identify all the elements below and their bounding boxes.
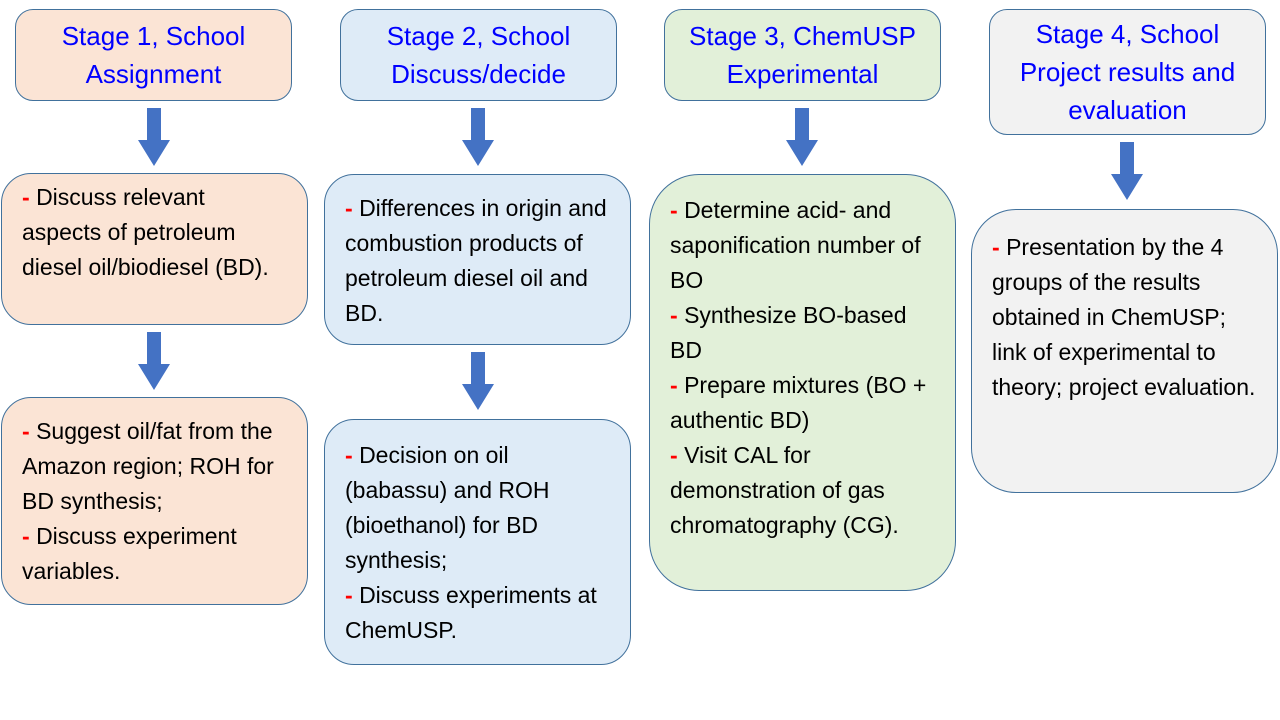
- down-arrow-icon: [1111, 142, 1143, 200]
- list-item: - Presentation by the 4 groups of the re…: [992, 234, 1256, 400]
- stage-1-title-line1: Stage 1, School: [61, 21, 246, 51]
- down-arrow-icon: [138, 108, 170, 166]
- stage-1-box-1: - Discuss relevant aspects of petroleum …: [1, 173, 308, 325]
- stage-4-box-1: - Presentation by the 4 groups of the re…: [971, 209, 1278, 493]
- list-item: - Visit CAL for demonstration of gas chr…: [670, 442, 899, 538]
- down-arrow-icon: [462, 352, 494, 410]
- stage-3-title-line1: Stage 3, ChemUSP: [689, 21, 916, 51]
- list-item: - Prepare mixtures (BO + authentic BD): [670, 372, 927, 433]
- stage-4-title-line3: evaluation: [1068, 95, 1187, 125]
- list-item: - Decision on oil (babassu) and ROH (bio…: [345, 442, 550, 573]
- list-item: - Discuss experiment variables.: [22, 523, 237, 584]
- list-item: - Suggest oil/fat from the Amazon region…: [22, 418, 274, 514]
- stage-4-title-line2: Project results and: [1019, 57, 1236, 87]
- down-arrow-icon: [786, 108, 818, 166]
- stage-1-title-line2: Assignment: [85, 59, 222, 89]
- stage-4-title-line1: Stage 4, School: [1035, 19, 1220, 49]
- stage-2-box-1: - Differences in origin and combustion p…: [324, 174, 631, 345]
- stage-2-title-line1: Stage 2, School: [386, 21, 571, 51]
- stage-3-box-1: - Determine acid- and saponification num…: [649, 174, 956, 591]
- list-item: - Discuss experiments at ChemUSP.: [345, 582, 597, 643]
- stage-2-title-line2: Discuss/decide: [391, 59, 566, 89]
- stage-3-title-line2: Experimental: [726, 59, 879, 89]
- down-arrow-icon: [462, 108, 494, 166]
- stage-3-header: Stage 3, ChemUSP Experimental: [664, 9, 941, 101]
- stage-1-box-2: - Suggest oil/fat from the Amazon region…: [1, 397, 308, 605]
- list-item: - Differences in origin and combustion p…: [345, 195, 607, 326]
- stage-2-box-2: - Decision on oil (babassu) and ROH (bio…: [324, 419, 631, 665]
- list-item: - Synthesize BO-based BD: [670, 302, 907, 363]
- list-item: - Discuss relevant aspects of petroleum …: [22, 184, 269, 280]
- list-item: - Determine acid- and saponification num…: [670, 197, 921, 293]
- down-arrow-icon: [138, 332, 170, 390]
